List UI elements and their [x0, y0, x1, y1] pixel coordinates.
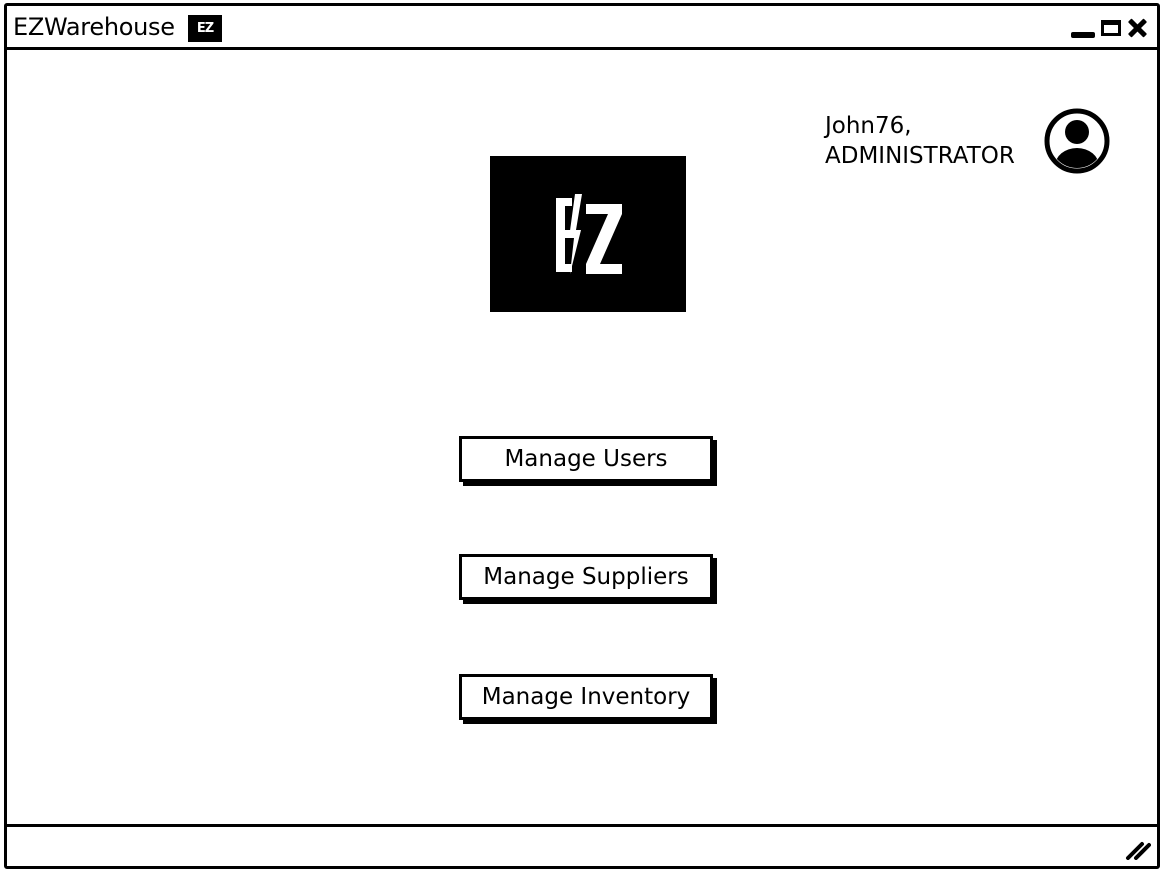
title-bar[interactable]: EZWarehouse EZ — [7, 6, 1157, 50]
maximize-icon[interactable] — [1101, 20, 1121, 36]
ez-logo — [490, 156, 686, 312]
status-bar — [7, 824, 1157, 866]
minimize-icon[interactable] — [1071, 32, 1095, 38]
user-info: John76, ADMINISTRATOR — [821, 108, 1121, 178]
manage-suppliers-button[interactable]: Manage Suppliers — [459, 554, 713, 600]
resize-grip-icon[interactable] — [1125, 838, 1151, 860]
ez-logo-icon — [556, 194, 622, 274]
window-title: EZWarehouse — [13, 13, 175, 41]
user-name: John76, — [825, 113, 912, 139]
app-window: EZWarehouse EZ John76, ADMINISTRATOR — [4, 3, 1160, 869]
user-avatar-icon[interactable] — [1044, 108, 1110, 174]
manage-inventory-button[interactable]: Manage Inventory — [459, 674, 713, 720]
user-role: ADMINISTRATOR — [825, 143, 1015, 169]
manage-users-button[interactable]: Manage Users — [459, 436, 713, 482]
close-icon[interactable] — [1127, 18, 1147, 38]
title-logo-icon: EZ — [188, 15, 222, 42]
window-controls — [1071, 14, 1147, 42]
